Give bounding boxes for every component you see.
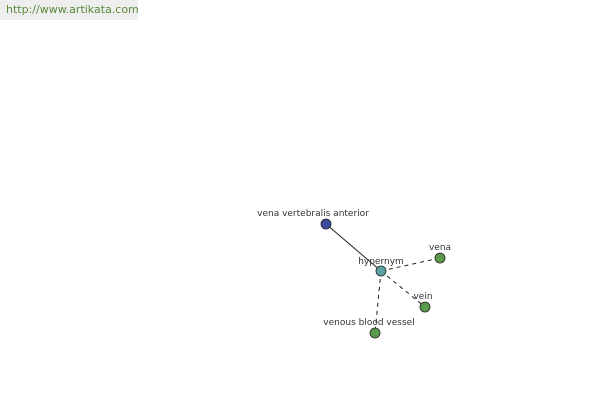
edge-hypernym-to-venous-blood-vessel: [374, 270, 382, 334]
node-circle[interactable]: [419, 301, 431, 313]
node-vena-vertebralis-anterior[interactable]: vena vertebralis anterior: [257, 209, 369, 230]
node-circle[interactable]: [434, 252, 446, 264]
edge-hypernym-to-vein: [380, 270, 426, 308]
node-circle[interactable]: [320, 218, 332, 230]
node-venous-blood-vessel[interactable]: venous blood vessel: [323, 318, 415, 339]
node-label: vena: [429, 243, 451, 253]
node-label: vein: [413, 292, 432, 302]
node-label: vena vertebralis anterior: [257, 209, 369, 219]
nodes-layer: vena vertebralis anterior hypernym vena vei…: [257, 209, 451, 339]
node-label: venous blood vessel: [323, 318, 414, 328]
site-url-watermark: http://www.artikata.com: [0, 0, 139, 20]
node-hypernym[interactable]: hypernym: [358, 257, 404, 277]
node-circle[interactable]: [369, 327, 381, 339]
node-vein[interactable]: vein: [413, 292, 433, 313]
node-vena[interactable]: vena: [429, 243, 451, 264]
node-label: hypernym: [358, 257, 404, 267]
edge-vena-vertebralis-anterior-to-hypernym: [325, 223, 382, 272]
edge-hypernym-to-vena: [380, 257, 441, 272]
edges-layer: [325, 223, 441, 334]
node-circle[interactable]: [375, 265, 387, 277]
